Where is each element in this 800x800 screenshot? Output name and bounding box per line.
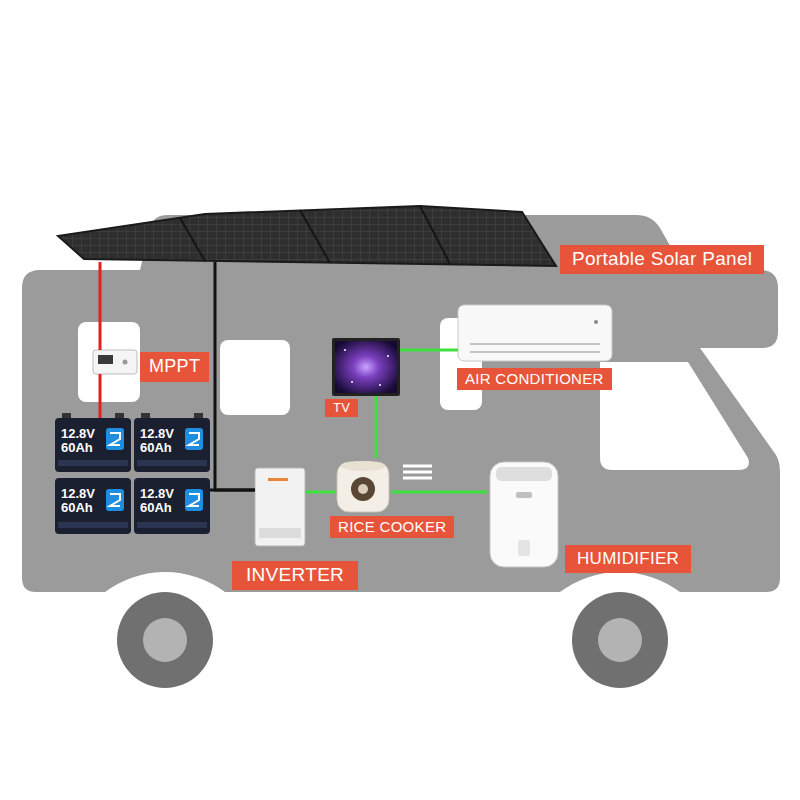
battery-rating: 12.8V 60Ah — [61, 487, 95, 516]
battery-rating: 12.8V 60Ah — [140, 427, 174, 456]
inverter-illustration — [255, 468, 305, 546]
solar-panel-illustration — [58, 206, 556, 266]
component-label: RICE COOKER — [330, 516, 454, 538]
rv-window — [220, 340, 290, 415]
component-label: MPPT — [140, 352, 209, 382]
wheel-hub — [598, 618, 642, 662]
component-label: INVERTER — [232, 561, 358, 590]
battery: 12.8V 60Ah — [55, 418, 131, 472]
battery-illustration — [55, 413, 210, 534]
power-wire — [400, 349, 458, 352]
power-wire — [305, 491, 335, 494]
rv-window — [78, 322, 140, 402]
rice-cooker: RICE COOKER — [335, 458, 391, 515]
wheel — [572, 592, 668, 688]
component-label: Portable Solar Panel — [560, 245, 764, 274]
cab-window — [600, 362, 749, 470]
component-label: AIR CONDITIONER — [457, 368, 612, 390]
mppt-controller: MPPT — [93, 350, 137, 374]
component-label: HUMIDIFIER — [565, 545, 691, 573]
power-wire — [99, 262, 102, 350]
air-conditioner-illustration — [458, 305, 612, 361]
battery-rating: 12.8V 60Ah — [140, 487, 174, 516]
tv: TV — [332, 338, 400, 396]
battery: 12.8V 60Ah — [134, 478, 210, 534]
tv-illustration — [332, 338, 400, 396]
humidifier-illustration — [490, 462, 558, 567]
rice-cooker-illustration — [337, 461, 389, 512]
component-label: TV — [325, 399, 358, 417]
power-wire — [375, 396, 378, 458]
mppt-illustration — [93, 350, 137, 374]
power-wire — [99, 374, 102, 418]
rv-body — [22, 215, 780, 592]
battery-rating: 12.8V 60Ah — [61, 427, 95, 456]
power-wire — [391, 491, 487, 494]
humidifier: HUMIDIFIER — [487, 460, 561, 570]
battery: 12.8V 60Ah — [55, 478, 131, 534]
power-wire — [215, 262, 255, 490]
body-stripes — [403, 466, 432, 478]
wheel — [117, 592, 213, 688]
solar-panel: Portable Solar Panel — [55, 205, 556, 262]
wheel-hub — [143, 618, 187, 662]
air-conditioner: AIR CONDITIONER — [458, 305, 612, 361]
battery: 12.8V 60Ah — [134, 418, 210, 472]
inverter: INVERTER — [255, 468, 305, 546]
power-wire — [210, 489, 255, 492]
